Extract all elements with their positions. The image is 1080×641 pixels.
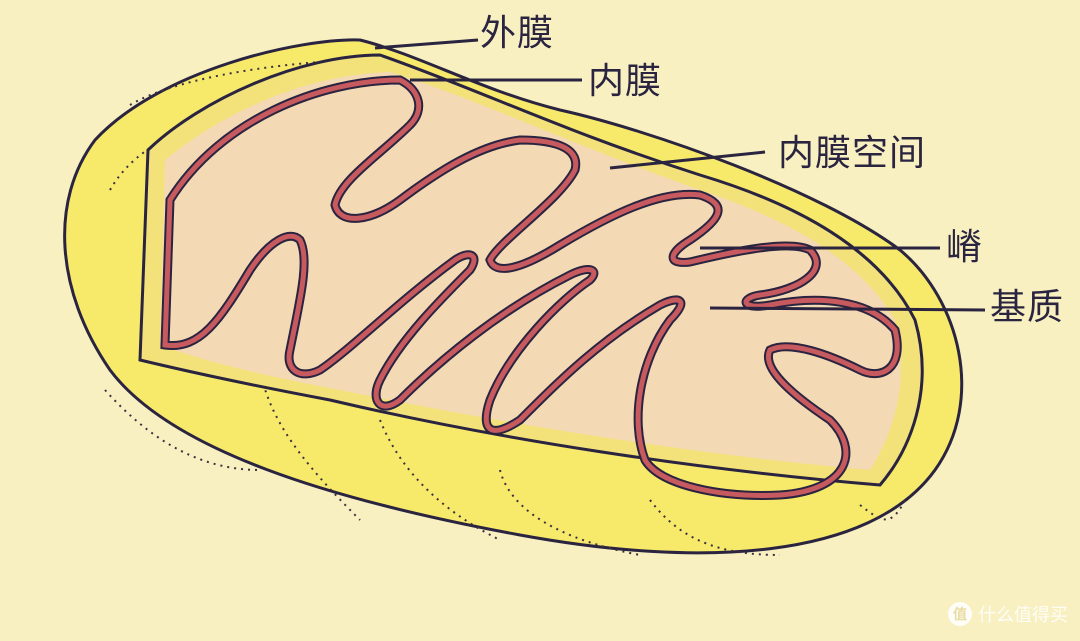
label-inner-membrane: 内膜: [588, 61, 663, 102]
label-cristae: 嵴: [946, 227, 984, 268]
watermark-text: 什么值得买: [978, 605, 1068, 626]
leader-line-matrix: [709, 306, 986, 312]
matrix-shape: [160, 72, 901, 470]
label-intermembrane-space: 内膜空间: [778, 133, 927, 174]
label-matrix: 基质: [990, 287, 1065, 328]
watermark: 值 什么值得买: [948, 601, 1068, 627]
leader-line-outer-membrane: [374, 38, 479, 50]
leader-line-intermembrane-space: [609, 150, 766, 170]
label-outer-membrane: 外膜: [480, 13, 555, 54]
watermark-logo-icon: 值: [948, 602, 972, 626]
